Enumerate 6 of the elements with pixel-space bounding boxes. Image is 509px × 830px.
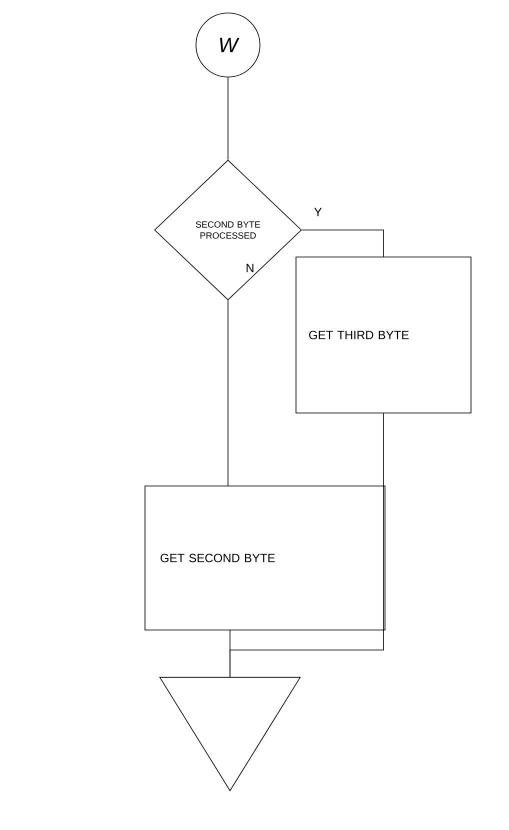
process-box: GET SECOND BYTE: [144, 486, 386, 630]
edge-label: N: [244, 262, 256, 274]
edge-label: Y: [313, 206, 323, 218]
process-box: GET THIRD BYTE: [296, 256, 472, 414]
terminal-triangle: [159, 676, 301, 792]
connector-line: [302, 230, 384, 257]
